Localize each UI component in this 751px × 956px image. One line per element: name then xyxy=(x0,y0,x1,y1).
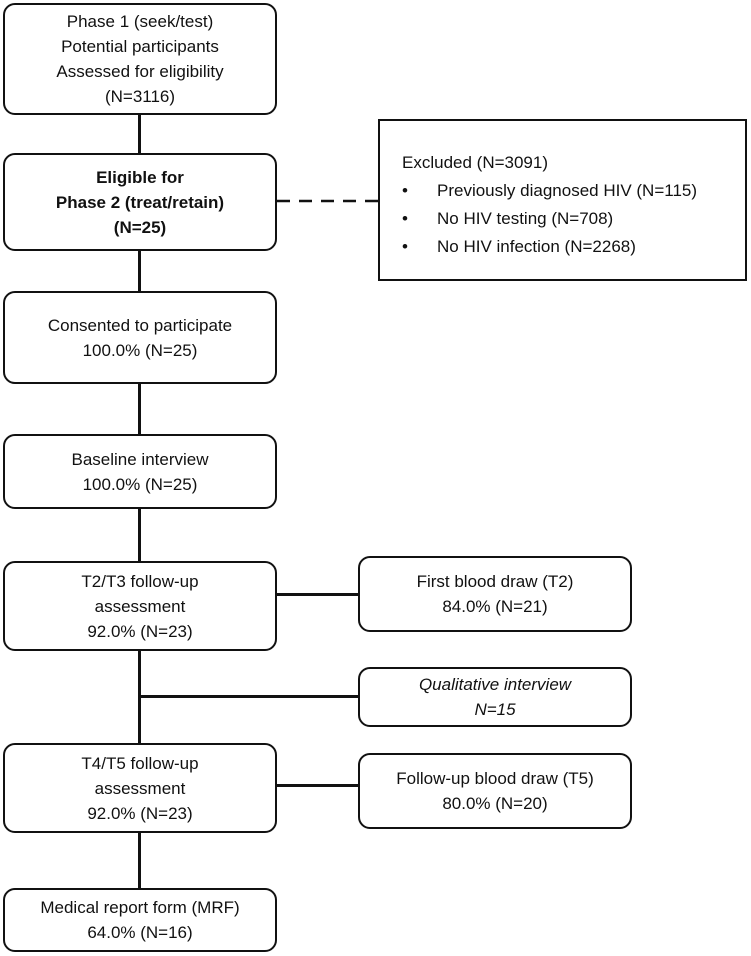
t2t3-line-3: 92.0% (N=23) xyxy=(87,621,193,641)
connector-t4t5-blood-t5 xyxy=(277,784,358,787)
eligible-box: Eligible for Phase 2 (treat/retain) (N=2… xyxy=(3,153,277,251)
t4t5-box: T4/T5 follow-up assessment 92.0% (N=23) xyxy=(3,743,277,833)
baseline-box: Baseline interview 100.0% (N=25) xyxy=(3,434,277,509)
excluded-box: Excluded (N=3091) Previously diagnosed H… xyxy=(378,119,747,281)
phase1-line-1: Phase 1 (seek/test) xyxy=(66,12,214,31)
connector-phase1-eligible xyxy=(138,115,141,153)
qualitative-line-1: Qualitative interview xyxy=(418,675,572,694)
excluded-item: No HIV infection (N=2268) xyxy=(402,233,745,261)
connector-eligible-consented xyxy=(138,251,141,291)
excluded-title: Excluded (N=3091) xyxy=(402,153,549,172)
mrf-line-2: 64.0% (N=16) xyxy=(87,923,193,942)
phase1-line-2: Potential participants xyxy=(61,37,219,56)
blood-t5-line-2: 80.0% (N=20) xyxy=(442,794,548,813)
qualitative-line-2: N=15 xyxy=(474,700,516,719)
qualitative-box: Qualitative interview N=15 xyxy=(358,667,632,727)
connector-qualitative xyxy=(139,695,358,698)
baseline-line-1: Baseline interview xyxy=(71,449,209,469)
phase1-line-3: Assessed for eligibility xyxy=(56,62,224,81)
consented-line-1: Consented to participate xyxy=(47,315,233,335)
mrf-box: Medical report form (MRF) 64.0% (N=16) xyxy=(3,888,277,952)
consented-box: Consented to participate 100.0% (N=25) xyxy=(3,291,277,384)
consented-line-2: 100.0% (N=25) xyxy=(82,340,198,360)
eligible-line-2: Phase 2 (treat/retain) xyxy=(55,192,225,212)
connector-baseline-t2t3 xyxy=(138,509,141,561)
eligible-line-1: Eligible for xyxy=(96,167,184,187)
eligible-line-3: (N=25) xyxy=(113,217,167,237)
baseline-line-2: 100.0% (N=25) xyxy=(82,474,198,494)
excluded-item: Previously diagnosed HIV (N=115) xyxy=(402,177,745,205)
t2t3-line-2: assessment xyxy=(94,596,186,616)
connector-t4t5-mrf xyxy=(138,833,141,888)
phase1-line-4: (N=3116) xyxy=(104,87,176,106)
blood-t2-line-1: First blood draw (T2) xyxy=(416,572,574,591)
blood-t5-box: Follow-up blood draw (T5) 80.0% (N=20) xyxy=(358,753,632,829)
t4t5-line-1: T4/T5 follow-up xyxy=(81,753,199,773)
connector-t2t3-blood-t2 xyxy=(277,593,358,596)
mrf-line-1: Medical report form (MRF) xyxy=(40,898,240,917)
connector-consented-baseline xyxy=(138,384,141,434)
phase1-box: Phase 1 (seek/test) Potential participan… xyxy=(3,3,277,115)
blood-t2-line-2: 84.0% (N=21) xyxy=(442,597,548,616)
blood-t5-line-1: Follow-up blood draw (T5) xyxy=(396,769,594,788)
excluded-item: No HIV testing (N=708) xyxy=(402,205,745,233)
t2t3-line-1: T2/T3 follow-up xyxy=(81,571,199,591)
t4t5-line-3: 92.0% (N=23) xyxy=(87,803,193,823)
t2t3-box: T2/T3 follow-up assessment 92.0% (N=23) xyxy=(3,561,277,651)
excluded-list: Previously diagnosed HIV (N=115) No HIV … xyxy=(402,177,745,261)
blood-t2-box: First blood draw (T2) 84.0% (N=21) xyxy=(358,556,632,632)
t4t5-line-2: assessment xyxy=(94,778,186,798)
